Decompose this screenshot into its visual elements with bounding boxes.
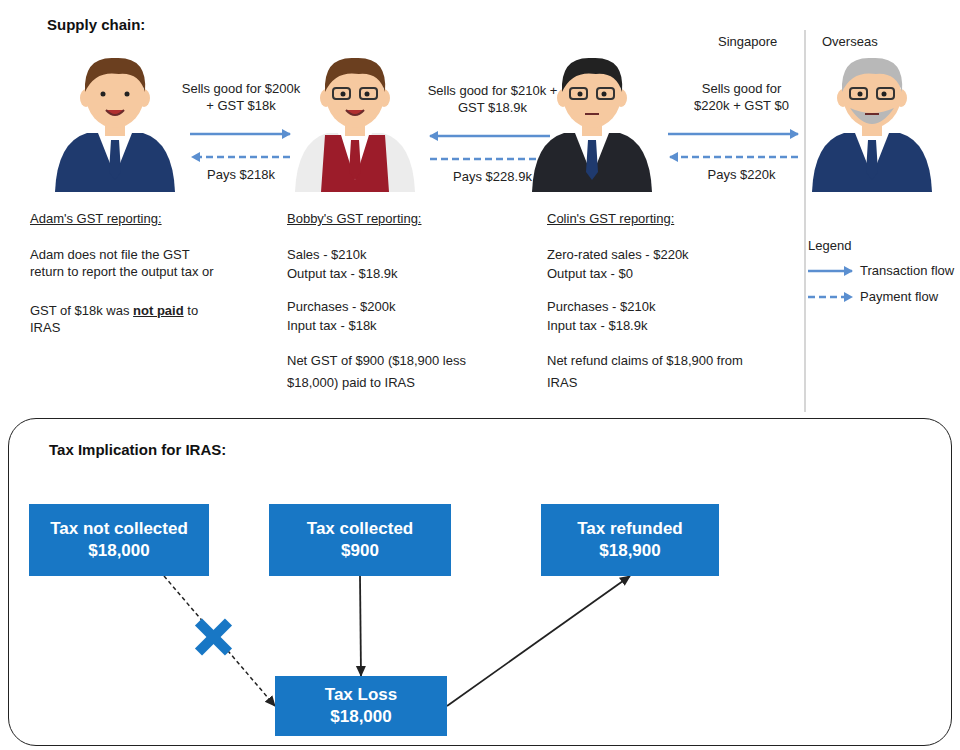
glasses [850, 88, 867, 99]
box-value: $18,900 [599, 540, 660, 562]
mouth [585, 113, 599, 115]
glasses [570, 88, 587, 99]
box-heading: Tax Implication for IRAS: [49, 441, 226, 458]
cross-mark [199, 622, 229, 652]
note-text: GST of $18k was [30, 303, 129, 318]
eye [578, 92, 583, 97]
box-value: $18,000 [330, 706, 391, 728]
person-figure [812, 58, 932, 192]
mouth [865, 113, 879, 115]
label: Colin's GST reporting: [547, 210, 767, 227]
note-text: not paid [133, 303, 184, 318]
transaction-arrow [430, 135, 550, 138]
tie [349, 140, 361, 180]
label: Pays $228.9k [425, 168, 560, 185]
label: Adam does not file the GST return to rep… [30, 246, 220, 280]
glasses [877, 88, 894, 99]
region-divider [804, 30, 806, 412]
suit [295, 133, 415, 192]
label: Output tax - $0 [547, 265, 767, 282]
page-title: Supply chain: [47, 16, 145, 33]
legend-text: Transaction flow [860, 262, 954, 279]
cross-mark [199, 622, 229, 652]
transaction-arrow [668, 133, 798, 136]
label: Sells good for $210k + GST $18.9k [425, 82, 560, 116]
label: Net GST of $900 ($18,900 less $18,000) p… [287, 350, 492, 394]
tie [866, 140, 878, 180]
tie [586, 140, 598, 180]
suit [532, 133, 652, 192]
box-heading: Tax collected [307, 518, 413, 540]
glasses [597, 88, 614, 99]
hair [325, 58, 385, 92]
legend-sample [808, 296, 852, 299]
flow-connector [447, 576, 630, 706]
label: Output tax - $18.9k [287, 265, 507, 282]
box-heading: Tax not collected [50, 518, 188, 540]
payment-arrow [670, 156, 798, 159]
hair [842, 58, 902, 92]
eye [125, 92, 130, 97]
label: Singapore [718, 33, 777, 50]
person-figure [55, 58, 175, 192]
eye [365, 92, 370, 97]
process-box: Tax refunded$18,900 [541, 504, 719, 576]
label: Purchases - $200k [287, 298, 507, 315]
label: Input tax - $18.9k [547, 317, 767, 334]
label: Pays $218k [180, 166, 302, 183]
eye [602, 92, 607, 97]
vest [321, 135, 389, 192]
mouth [106, 110, 124, 115]
box-value: $900 [341, 540, 379, 562]
box-heading: Tax refunded [577, 518, 682, 540]
flow-connector [164, 576, 275, 706]
payment-arrow [430, 158, 548, 161]
hair [85, 58, 145, 92]
glasses [360, 88, 377, 99]
suit [812, 133, 932, 192]
label: Zero-rated sales - $220k [547, 246, 767, 263]
tie [109, 140, 121, 180]
box-heading: Tax Loss [325, 684, 397, 706]
glasses [333, 88, 350, 99]
label: Purchases - $210k [547, 298, 767, 315]
suit [55, 133, 175, 192]
mouth [346, 110, 364, 115]
beard [850, 108, 894, 124]
label: Sells good for $200k + GST $18k [180, 80, 302, 114]
label: Bobby's GST reporting: [287, 210, 507, 227]
eye [882, 92, 887, 97]
label: Sells good for $220k + GST $0 [684, 80, 799, 114]
eye [101, 92, 106, 97]
payment-arrow [192, 156, 290, 159]
person-figure [295, 58, 415, 192]
label: Sales - $210k [287, 246, 507, 263]
box-value: $18,000 [88, 540, 149, 562]
label-group: GST of $18k wasnot paidto IRAS [30, 302, 220, 336]
process-box: Tax not collected$18,000 [29, 504, 209, 576]
process-box: Tax collected$900 [269, 504, 451, 576]
label: Adam's GST reporting: [30, 210, 250, 227]
eye [858, 92, 863, 97]
group-panel: Tax Implication for IRAS: Tax not collect… [8, 418, 952, 746]
legend-text: Payment flow [860, 288, 938, 305]
label: Input tax - $18k [287, 317, 507, 334]
legend-sample [808, 270, 852, 273]
label: Pays $220k [684, 166, 799, 183]
hair [562, 58, 622, 92]
process-box: Tax Loss$18,000 [275, 676, 447, 736]
person-figure [532, 58, 652, 192]
label: Overseas [822, 33, 878, 50]
transaction-arrow [190, 133, 290, 136]
legend-title: Legend [808, 237, 851, 254]
eye [341, 92, 346, 97]
flow-connector [360, 576, 361, 676]
label: Net refund claims of $18,900 from IRAS [547, 350, 752, 394]
